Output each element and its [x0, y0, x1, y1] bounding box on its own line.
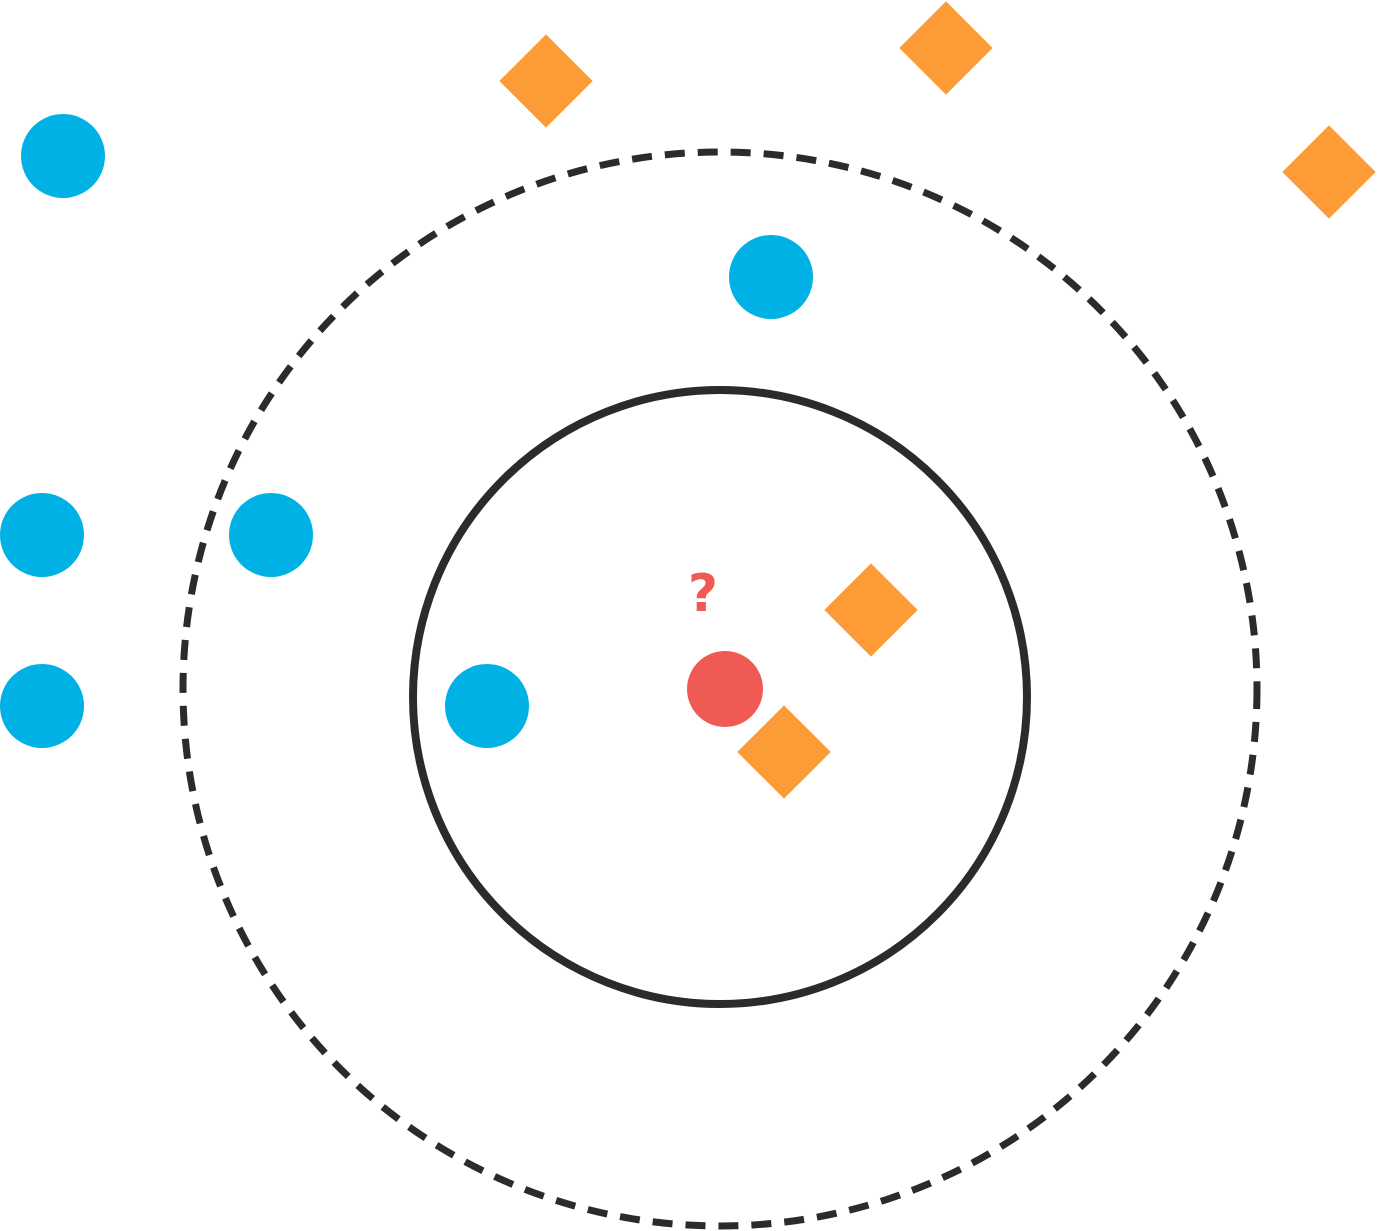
class-b-point	[899, 1, 993, 95]
class-a-point	[445, 664, 529, 748]
query-point	[687, 651, 763, 727]
class-b-point	[824, 563, 918, 657]
class-b-point	[1282, 125, 1376, 219]
class-a-points	[0, 114, 813, 748]
query-point-label: ?	[688, 564, 718, 624]
class-a-point	[229, 493, 313, 577]
class-b-point	[737, 705, 831, 799]
outer-neighborhood-ring	[179, 148, 1261, 1230]
class-a-point	[729, 235, 813, 319]
class-a-point	[0, 493, 84, 577]
class-b-point	[499, 34, 593, 128]
inner-neighborhood-ring	[409, 386, 1031, 1008]
class-a-point	[0, 664, 84, 748]
class-a-point	[21, 114, 105, 198]
